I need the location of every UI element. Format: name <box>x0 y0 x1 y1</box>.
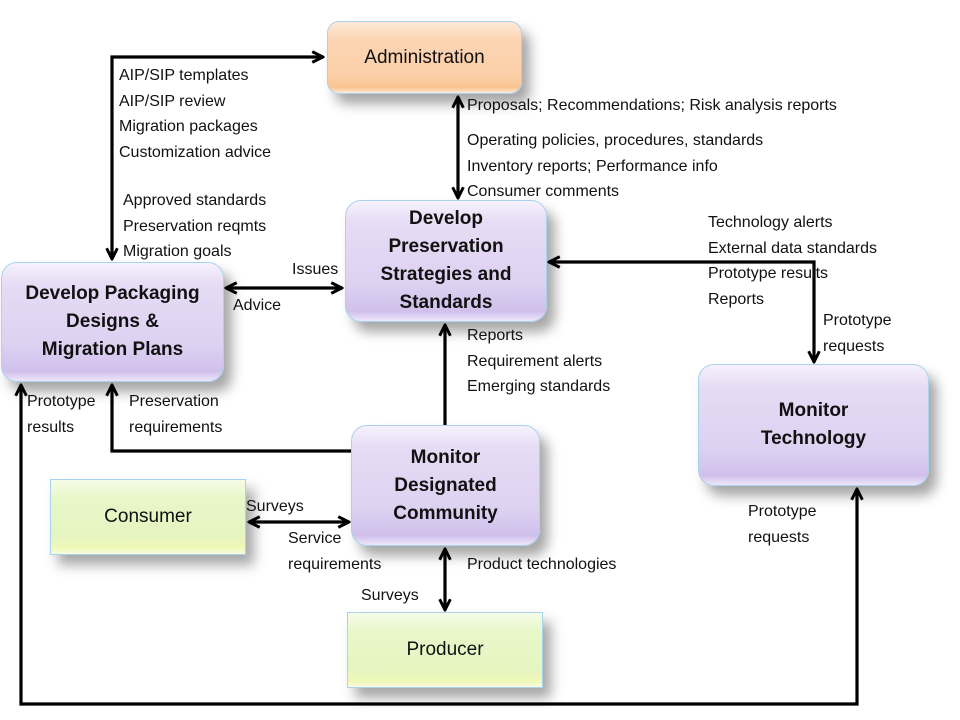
flow-label-line: results <box>27 418 75 436</box>
node-consumer[interactable]: Consumer <box>50 479 246 555</box>
flow-label-line: requests <box>823 337 885 355</box>
flow-label-line: Proposals; Recommendations; Risk analysi… <box>467 97 837 114</box>
flow-label-packaging-to-technology: Prototype requests <box>748 499 816 550</box>
flow-label-community-to-consumer: Surveys <box>246 494 304 520</box>
flow-label-line: Preservation reqmts <box>123 217 267 235</box>
node-label: Consumer <box>104 506 192 527</box>
flow-label-line: Preservation <box>129 393 219 410</box>
flow-label-line: Operating policies, procedures, standard… <box>467 132 764 149</box>
flow-label-line: Reports <box>467 327 524 344</box>
flow-label-line: External data standards <box>708 239 877 257</box>
flow-label-line: Product technologies <box>467 556 617 573</box>
node-develop-packaging[interactable]: Develop Packaging Designs & Migration Pl… <box>1 262 224 382</box>
node-monitor-technology[interactable]: Monitor Technology <box>698 364 929 486</box>
flow-label-line: requests <box>748 528 810 546</box>
node-producer[interactable]: Producer <box>347 612 543 688</box>
flow-label-strategies-to-admin: Proposals; Recommendations; Risk analysi… <box>467 93 837 119</box>
flow-label-line: Inventory reports; Performance info <box>467 157 718 175</box>
flow-label-line: Technology alerts <box>708 214 833 231</box>
flow-label-line: Prototype <box>748 503 817 520</box>
flow-label-community-to-packaging: Preservation requirements <box>129 389 222 440</box>
flow-label-admin-to-strategies: Operating policies, procedures, standard… <box>467 128 763 205</box>
node-label: Develop Packaging Designs & Migration Pl… <box>25 283 200 360</box>
flow-label-producer-to-community: Product technologies <box>467 552 616 578</box>
flow-label-line: Migration packages <box>119 118 258 135</box>
flow-label-line: Advice <box>233 297 282 314</box>
flow-label-line: Emerging standards <box>467 378 611 395</box>
flow-label-line: requirements <box>288 555 382 573</box>
flow-label-line: Issues <box>292 261 339 278</box>
flow-label-line: Customization advice <box>119 143 272 161</box>
flow-label-line: Prototype results <box>708 265 829 282</box>
node-develop-strategies[interactable]: Develop Preservation Strategies and Stan… <box>345 200 547 322</box>
flow-label-strategies-to-technology: Prototype requests <box>823 308 891 359</box>
flow-label-line: AIP/SIP templates <box>119 67 249 84</box>
flow-label-line: requirements <box>129 418 223 436</box>
flow-label-community-to-producer: Surveys <box>361 583 419 609</box>
flow-label-technology-to-strategies: Technology alerts External data standard… <box>708 210 877 312</box>
node-label: Administration <box>364 46 485 68</box>
flow-label-community-to-strategies: Reports Requirement alerts Emerging stan… <box>467 323 610 400</box>
flow-label-line: Prototype <box>27 393 96 410</box>
node-label: Monitor Designated Community <box>393 446 498 524</box>
flow-label-line: Reports <box>708 290 765 308</box>
flow-label-line: Migration goals <box>123 243 232 260</box>
flow-label-line: Consumer comments <box>467 183 620 200</box>
flow-label-line: Surveys <box>361 587 419 604</box>
flow-label-admin-to-packaging: Approved standards Preservation reqmts M… <box>123 188 266 265</box>
node-label: Producer <box>406 639 484 660</box>
node-label: Develop Preservation Strategies and Stan… <box>380 208 512 313</box>
flow-label-advice: Advice <box>233 293 281 319</box>
flow-label-issues: Issues <box>292 257 338 283</box>
flow-label-technology-to-packaging: Prototype results <box>27 389 95 440</box>
flow-label-packaging-to-admin: AIP/SIP templates AIP/SIP review Migrati… <box>119 63 271 165</box>
flow-label-line: Surveys <box>246 498 304 515</box>
flow-label-line: AIP/SIP review <box>119 92 226 110</box>
node-administration[interactable]: Administration <box>327 21 522 94</box>
flow-label-line: Approved standards <box>123 192 267 209</box>
flow-label-consumer-to-community: Service requirements <box>288 526 381 577</box>
flow-label-line: Prototype <box>823 312 892 329</box>
node-monitor-community[interactable]: Monitor Designated Community <box>351 425 540 546</box>
flow-label-line: Requirement alerts <box>467 352 603 370</box>
node-label: Monitor Technology <box>760 400 867 449</box>
flow-label-line: Service <box>288 530 342 547</box>
